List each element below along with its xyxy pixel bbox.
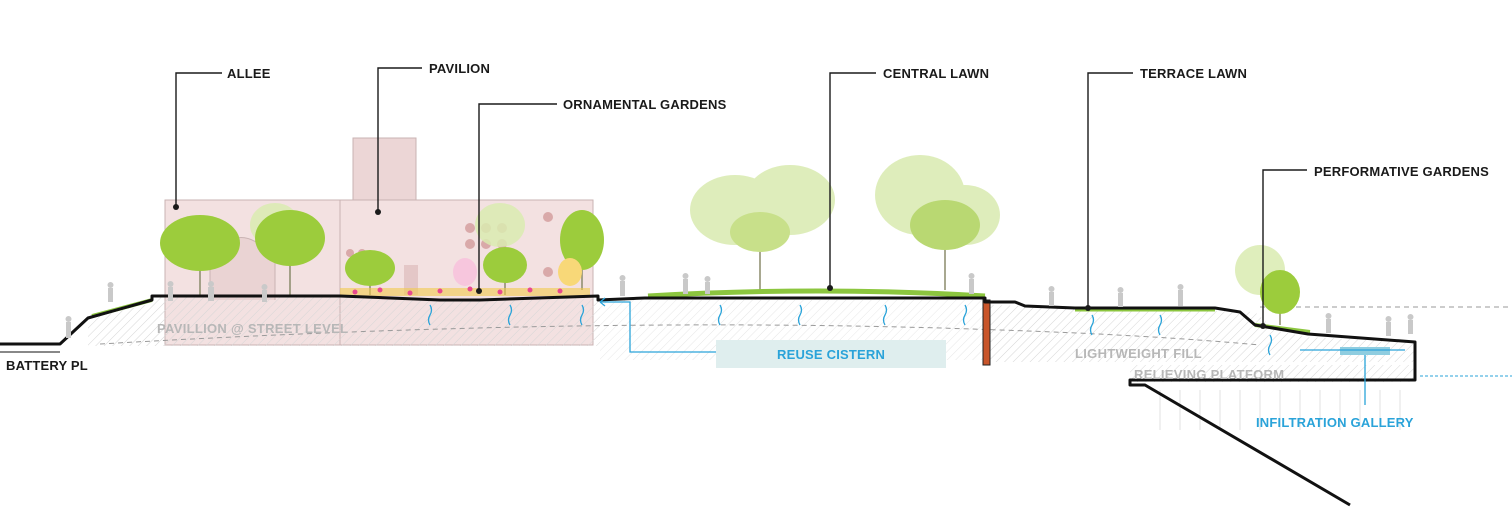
foreground-trees: [160, 200, 1300, 325]
label-pavilion: PAVILION: [429, 61, 490, 76]
label-performative-gardens: PERFORMATIVE GARDENS: [1314, 164, 1489, 179]
leader-pavilion: [377, 67, 422, 212]
infiltration-droplets: [427, 304, 1273, 356]
people-silhouettes: [65, 273, 1414, 338]
groundwater-dashed-line: [99, 324, 1261, 346]
label-infiltration-gallery: INFILTRATION GALLERY: [1256, 415, 1414, 430]
label-central-lawn: CENTRAL LAWN: [883, 66, 989, 81]
reuse-cistern-tank: [716, 340, 946, 368]
leader-ornamental-gardens: [478, 103, 557, 291]
label-terrace-lawn: TERRACE LAWN: [1140, 66, 1247, 81]
label-relieving-platform: RELIEVING PLATFORM: [1134, 367, 1284, 382]
label-pavilion-street-level: PAVILLION @ STREET LEVEL: [157, 321, 348, 336]
label-allee: ALLEE: [227, 66, 271, 81]
label-battery-pl: BATTERY PL: [6, 358, 88, 373]
bulkhead-wall: [982, 299, 991, 366]
infiltration-gallery-pipe: [1340, 347, 1390, 355]
water-flow-arrows: [599, 297, 1366, 405]
label-lightweight-fill: LIGHTWEIGHT FILL: [1075, 346, 1202, 361]
leader-terrace-lawn: [1087, 72, 1133, 308]
callout-leaders: [173, 67, 1307, 329]
label-ornamental-gardens: ORNAMENTAL GARDENS: [563, 97, 727, 112]
leader-performative-gardens: [1262, 169, 1307, 326]
leader-central-lawn: [829, 72, 876, 288]
ornamental-flowers: [340, 258, 590, 296]
leader-allee: [175, 72, 222, 207]
ground-profile-line: [0, 294, 1417, 507]
relieving-platform-piles: [1159, 390, 1401, 430]
label-reuse-cistern: REUSE CISTERN: [777, 347, 885, 362]
callout-labels: ALLEE PAVILION ORNAMENTAL GARDENS CENTRA…: [6, 61, 1489, 430]
